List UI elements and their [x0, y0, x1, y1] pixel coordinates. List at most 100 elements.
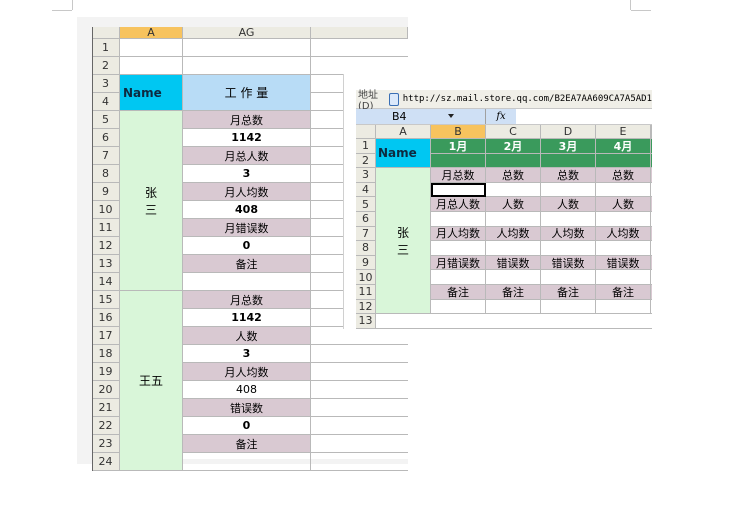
value-cell[interactable]: 错误数 — [183, 399, 311, 417]
person-cell-1[interactable]: 张 三 — [120, 111, 183, 291]
data-cell[interactable] — [541, 182, 596, 198]
cell-cut[interactable] — [651, 212, 652, 227]
data-cell[interactable]: 错误数 — [541, 255, 596, 271]
row-header[interactable]: 5 — [92, 111, 120, 129]
month-header-cell[interactable]: 1月 — [431, 139, 486, 154]
data-cell[interactable]: 总数 — [486, 168, 541, 183]
data-cell[interactable] — [431, 212, 486, 227]
data-cell[interactable] — [541, 299, 596, 315]
cell-cut[interactable] — [651, 226, 652, 242]
cell-cut[interactable] — [651, 183, 652, 198]
data-cell[interactable]: 备注 — [541, 285, 596, 300]
data-cell[interactable] — [431, 270, 486, 285]
data-cell[interactable]: 备注 — [596, 285, 651, 300]
value-cell[interactable]: 1142 — [183, 129, 311, 147]
data-cell[interactable]: 月总数 — [431, 168, 486, 183]
row-header[interactable]: 7 — [356, 226, 376, 242]
cell-ag1[interactable] — [183, 39, 311, 57]
data-cell[interactable]: 总数 — [541, 168, 596, 183]
month-header-blank[interactable] — [541, 153, 596, 169]
month-header-blank[interactable] — [486, 153, 541, 169]
fx-icon[interactable]: fx — [496, 111, 506, 122]
cell-empty[interactable] — [311, 453, 408, 471]
cell-empty[interactable] — [311, 417, 408, 435]
data-cell[interactable] — [431, 299, 486, 315]
address-url[interactable]: http://sz.mail.store.qq.com/B2EA7AA609CA… — [402, 94, 652, 104]
data-cell[interactable] — [541, 212, 596, 227]
data-cell[interactable] — [486, 270, 541, 285]
row-header[interactable]: 3 — [92, 75, 120, 93]
row-header[interactable]: 9 — [356, 255, 376, 271]
row-header[interactable]: 13 — [92, 255, 120, 273]
data-cell[interactable] — [596, 270, 651, 285]
data-cell[interactable]: 月错误数 — [431, 255, 486, 271]
data-cell[interactable]: 人均数 — [486, 226, 541, 242]
value-cell[interactable]: 备注 — [183, 435, 311, 453]
value-cell[interactable]: 人数 — [183, 327, 311, 345]
data-cell[interactable] — [596, 182, 651, 198]
month-header-blank[interactable] — [431, 153, 486, 169]
row-header[interactable]: 13 — [356, 314, 376, 329]
data-cell[interactable]: 人数 — [486, 197, 541, 212]
value-cell[interactable]: 月人均数 — [183, 183, 311, 201]
cell-empty[interactable] — [311, 363, 408, 381]
row-header[interactable]: 22 — [92, 417, 120, 435]
column-header-c[interactable]: C — [486, 125, 541, 139]
column-header-next[interactable] — [311, 27, 408, 39]
value-cell[interactable]: 3 — [183, 165, 311, 183]
row-header[interactable]: 15 — [92, 291, 120, 309]
value-cell[interactable]: 408 — [183, 381, 311, 399]
person-cell-2[interactable]: 王五 — [120, 291, 183, 471]
cell-empty[interactable] — [311, 381, 408, 399]
column-header-a[interactable]: A — [376, 125, 431, 139]
value-cell[interactable]: 月总人数 — [183, 147, 311, 165]
row-header[interactable]: 4 — [356, 182, 376, 198]
data-cell[interactable]: 人均数 — [541, 226, 596, 242]
row-header[interactable]: 6 — [356, 212, 376, 227]
data-cell[interactable] — [486, 241, 541, 256]
value-cell[interactable]: 0 — [183, 237, 311, 255]
column-header-a[interactable]: A — [120, 26, 183, 39]
row-13-blank[interactable] — [376, 314, 652, 329]
row-header[interactable]: 11 — [356, 285, 376, 300]
cell-a1[interactable] — [120, 39, 183, 57]
data-cell[interactable]: 备注 — [486, 285, 541, 300]
data-cell[interactable]: 错误数 — [596, 255, 651, 271]
data-cell[interactable]: 总数 — [596, 168, 651, 183]
data-cell[interactable] — [486, 299, 541, 315]
cell-cut[interactable] — [651, 168, 652, 183]
data-cell[interactable] — [486, 182, 541, 198]
row-header[interactable]: 23 — [92, 435, 120, 453]
column-header-b[interactable]: B — [431, 125, 486, 139]
cell-cut[interactable] — [651, 255, 652, 271]
month-header-cell[interactable]: 3月 — [541, 139, 596, 154]
chevron-down-icon[interactable] — [448, 114, 454, 118]
month-header-cell[interactable]: 2月 — [486, 139, 541, 154]
cell-empty[interactable] — [311, 39, 408, 57]
selected-cell-b4[interactable] — [431, 182, 486, 198]
value-cell[interactable]: 备注 — [183, 255, 311, 273]
month-header-cell[interactable]: 4月 — [596, 139, 651, 154]
value-cell[interactable]: 0 — [183, 417, 311, 435]
data-cell[interactable] — [431, 241, 486, 256]
row-header[interactable]: 1 — [92, 39, 120, 57]
data-cell[interactable]: 月人均数 — [431, 226, 486, 242]
row-header[interactable]: 2 — [356, 153, 376, 169]
month-header-blank[interactable] — [596, 153, 651, 169]
row-header[interactable]: 1 — [356, 139, 376, 154]
row-header[interactable]: 8 — [92, 165, 120, 183]
person-cell[interactable]: 张 三 — [376, 168, 431, 315]
data-cell[interactable] — [596, 212, 651, 227]
value-cell[interactable]: 月人均数 — [183, 363, 311, 381]
cell-empty[interactable] — [311, 57, 408, 75]
row-header[interactable]: 10 — [356, 270, 376, 285]
column-header-e[interactable]: E — [596, 125, 651, 139]
data-cell[interactable] — [486, 212, 541, 227]
data-cell[interactable] — [541, 241, 596, 256]
value-cell[interactable]: 408 — [183, 201, 311, 219]
cell-ag2[interactable] — [183, 57, 311, 75]
cell-cut[interactable] — [651, 241, 652, 256]
data-cell[interactable] — [596, 241, 651, 256]
row-header[interactable]: 16 — [92, 309, 120, 327]
column-header-ag[interactable]: AG — [183, 26, 311, 39]
